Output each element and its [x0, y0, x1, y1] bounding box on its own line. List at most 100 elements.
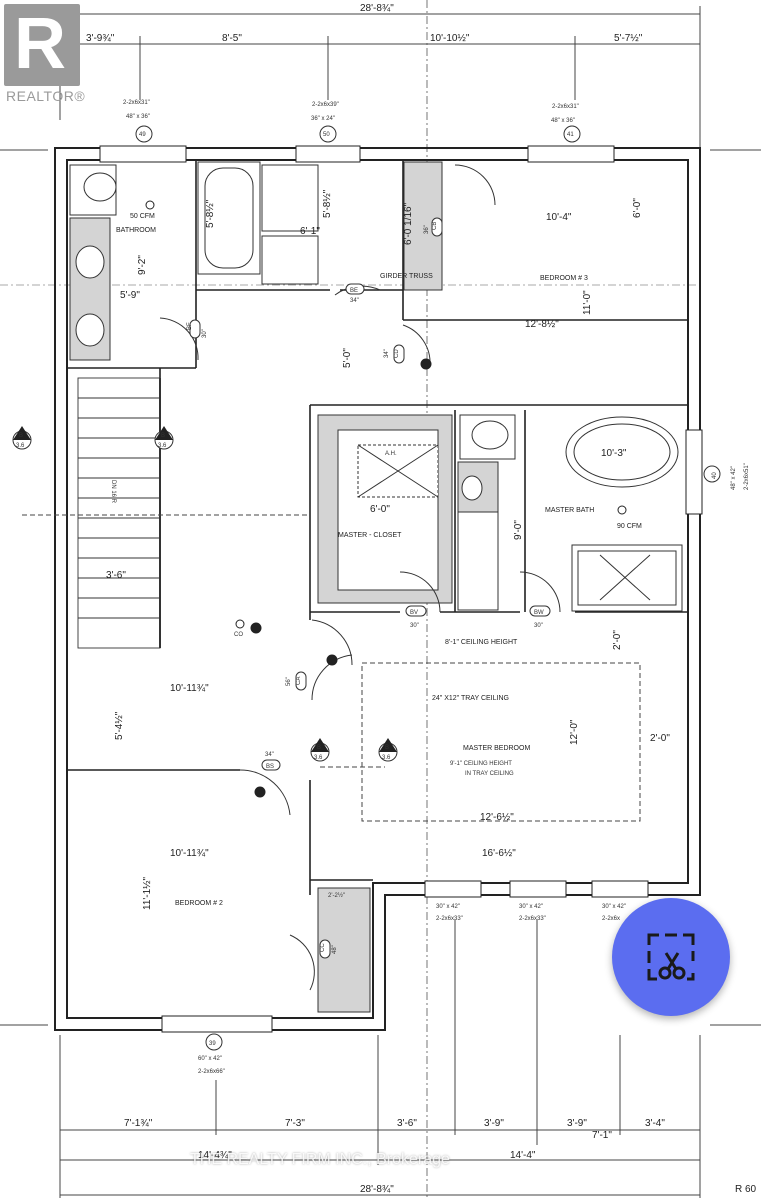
top-dim-1: 3'-9¾" — [86, 33, 115, 44]
top-overall-dim: 28'-8¾" — [360, 3, 394, 14]
room-label-bedroom3: BEDROOM # 3 — [540, 275, 588, 282]
svg-text:48" x 36": 48" x 36" — [551, 118, 575, 124]
svg-text:6'-1": 6'-1" — [300, 226, 320, 237]
svg-text:3.6: 3.6 — [16, 443, 25, 449]
room-label-master-bath: MASTER BATH — [545, 507, 594, 514]
stairs-dn-label: DN 16 R — [110, 480, 116, 504]
window-tag-40: 40 48" x 42" 2-2x6x51" — [703, 463, 750, 490]
room-label-master-bedroom: MASTER BEDROOM — [463, 745, 530, 752]
svg-text:5'-0": 5'-0" — [342, 348, 353, 368]
room-label-bedroom2: BEDROOM # 2 — [175, 900, 223, 907]
svg-text:30": 30" — [410, 623, 419, 629]
scissors-icon — [647, 933, 695, 981]
tray-height-label: 9'-1" CEILING HEIGHT — [450, 761, 512, 767]
svg-text:3'-9": 3'-9" — [567, 1118, 587, 1129]
svg-text:56": 56" — [286, 677, 292, 686]
svg-text:10'-3": 10'-3" — [601, 448, 627, 459]
svg-text:50: 50 — [323, 132, 330, 138]
realtor-logo-mark: R — [14, 4, 66, 84]
svg-text:10'-4": 10'-4" — [546, 212, 572, 223]
svg-text:6'-0 1/16": 6'-0 1/16" — [403, 202, 414, 245]
window-tag-50: 2-2x6x39" 36" x 24" 50 — [311, 102, 339, 143]
svg-text:9'-0": 9'-0" — [513, 520, 524, 540]
realtor-logo: R REALTOR® — [4, 4, 85, 112]
bathroom-fan-label: 50 CFM — [130, 213, 155, 220]
svg-text:48": 48" — [332, 945, 338, 954]
svg-text:BW: BW — [534, 610, 544, 616]
co-detector-label: CO — [234, 632, 243, 638]
brokerage-watermark: THE REALTY FIRM INC., Brokerage — [190, 1151, 450, 1168]
realtor-logo-box: R — [4, 4, 80, 86]
svg-text:B: B — [19, 433, 23, 439]
svg-text:39: 39 — [209, 1041, 216, 1047]
svg-text:BF: BF — [187, 322, 193, 330]
svg-text:3.6: 3.6 — [158, 443, 167, 449]
svg-text:34": 34" — [384, 349, 390, 358]
tray-ceiling-label: 24" X12" TRAY CEILING — [432, 695, 509, 702]
svg-text:2-2x6x33": 2-2x6x33" — [436, 916, 463, 922]
svg-text:CD: CD — [394, 349, 400, 358]
top-dim-2: 8'-5" — [222, 33, 242, 44]
svg-text:16'-6½": 16'-6½" — [482, 848, 516, 859]
screenshot-crop-button[interactable] — [612, 898, 730, 1016]
svg-text:3'-9": 3'-9" — [484, 1118, 504, 1129]
svg-text:3.6: 3.6 — [314, 755, 323, 761]
girder-truss-label: GIRDER TRUSS — [380, 273, 433, 280]
svg-text:B: B — [317, 745, 321, 751]
svg-text:36" x 24": 36" x 24" — [311, 116, 335, 122]
svg-text:CC: CC — [320, 943, 326, 952]
svg-text:2-2x6x39": 2-2x6x39" — [312, 102, 339, 108]
svg-text:3'-6": 3'-6" — [397, 1118, 417, 1129]
svg-text:41: 41 — [567, 132, 574, 138]
svg-text:10'-11¾": 10'-11¾" — [170, 848, 209, 859]
svg-text:2'-0": 2'-0" — [612, 630, 623, 650]
svg-text:12'-8½": 12'-8½" — [525, 319, 559, 330]
window-tags-bottom-right: 30" x 42" 2-2x6x33" 30" x 42" 2-2x6x33" … — [436, 904, 626, 922]
svg-text:30" x 42": 30" x 42" — [436, 904, 460, 910]
svg-text:2-2x6x31": 2-2x6x31" — [123, 100, 150, 106]
svg-text:5'-8½": 5'-8½" — [322, 189, 333, 218]
svg-text:36": 36" — [424, 225, 430, 234]
svg-text:11'-1½": 11'-1½" — [142, 876, 153, 910]
room-label-bathroom: BATHROOM — [116, 227, 156, 234]
ceiling-height-label: 8'-1" CEILING HEIGHT — [445, 639, 518, 646]
top-dim-4: 5'-7½" — [614, 33, 643, 44]
master-bath-fan-label: 90 CFM — [617, 523, 642, 530]
svg-text:3'-6": 3'-6" — [106, 570, 126, 581]
section-marker-stair: B 3.6 — [154, 426, 174, 450]
svg-text:2-2x6x31": 2-2x6x31" — [552, 104, 579, 110]
svg-text:49: 49 — [139, 132, 146, 138]
svg-text:12'-0": 12'-0" — [569, 719, 580, 745]
svg-text:BS: BS — [266, 764, 274, 770]
stairs — [77, 377, 161, 649]
window-tag-49: 2-2x6x31" 48" x 36" 49 — [123, 100, 153, 143]
section-marker-left: B 3.6 — [12, 426, 32, 450]
detector-icons — [145, 200, 627, 798]
svg-text:30": 30" — [202, 329, 208, 338]
svg-text:6'-0": 6'-0" — [632, 198, 643, 218]
window-tag-41: 2-2x6x31" 48" x 36" 41 — [551, 104, 581, 143]
svg-text:34": 34" — [265, 752, 274, 758]
bottom-dimensions: 7'-1¾" 7'-3" 3'-6" 3'-9" 3'-9" 3'-4" 7'-… — [124, 1118, 665, 1195]
room-label-master-closet: MASTER - CLOSET — [338, 532, 402, 539]
svg-text:BE: BE — [350, 288, 358, 294]
section-marker-bedroom: B 3.6 — [378, 738, 398, 762]
svg-text:30": 30" — [534, 623, 543, 629]
svg-text:3.6: 3.6 — [382, 755, 391, 761]
svg-text:11'-0": 11'-0" — [582, 290, 593, 315]
door-tags — [189, 217, 551, 959]
svg-text:BV: BV — [410, 610, 418, 616]
top-dim-3: 10'-10½" — [430, 33, 470, 44]
svg-text:CA: CA — [296, 677, 302, 685]
svg-text:34": 34" — [350, 298, 359, 304]
svg-text:12'-6½": 12'-6½" — [480, 812, 514, 823]
svg-text:7'-1": 7'-1" — [592, 1130, 612, 1141]
svg-text:60" x 42": 60" x 42" — [198, 1056, 222, 1062]
corner-text: R 60 — [735, 1184, 757, 1195]
door-tag-text: BE 34" BF 30" CD 34" CB 36" BV 30" BW 30… — [187, 222, 544, 954]
svg-text:B: B — [385, 745, 389, 751]
svg-text:5'-9": 5'-9" — [120, 290, 140, 301]
interior-dimensions: 5'-8½" 5'-8½" 6'-1" 9'-2" 5'-9" 6'-0 1/1… — [106, 189, 670, 910]
svg-text:3'-4": 3'-4" — [645, 1118, 665, 1129]
